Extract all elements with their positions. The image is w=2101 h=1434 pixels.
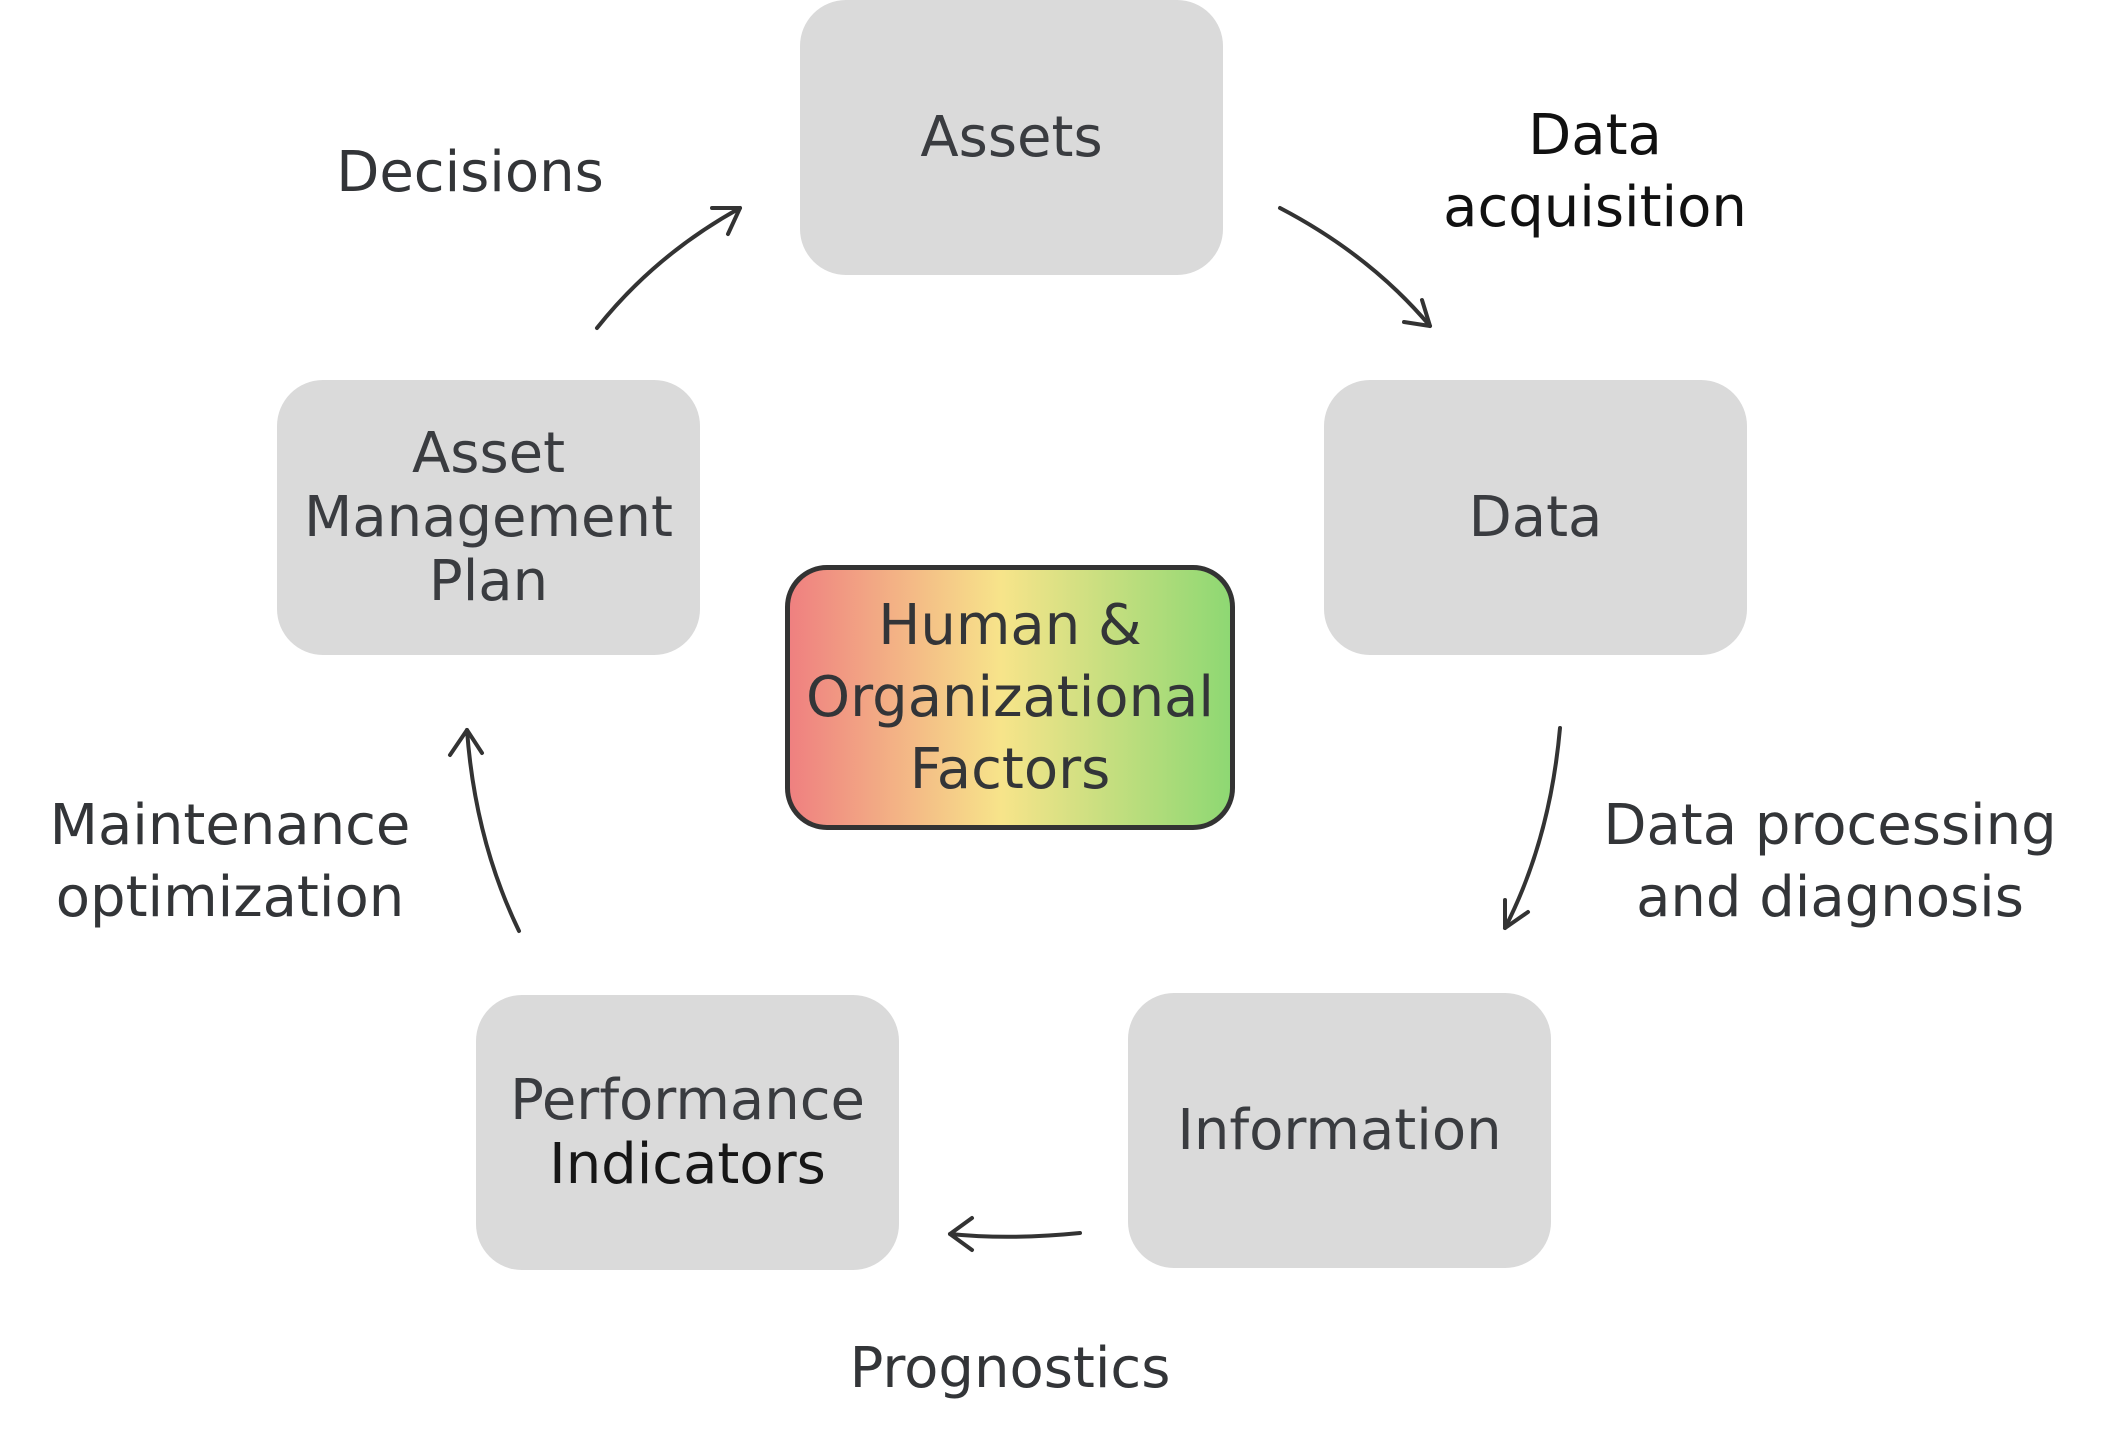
arrowhead-performance-to-plan [448, 728, 484, 757]
edge-label-data-processing-line-1: Data processing [1603, 793, 2057, 858]
edge-label-decisions: Decisions [330, 137, 610, 209]
edge-label-maintenance-optimization-line-1: Maintenance [49, 793, 411, 858]
node-information-label: Information [1177, 1097, 1502, 1163]
node-asset-management-plan-line-3: Plan [428, 548, 549, 614]
node-asset-management-plan: Asset Management Plan [277, 380, 700, 655]
node-information: Information [1128, 993, 1551, 1268]
node-asset-management-plan-line-2: Management [304, 484, 673, 550]
center-line-2: Organizational [806, 664, 1214, 730]
center-human-organizational-factors: Human & Organizational Factors [785, 565, 1235, 830]
node-performance-indicators: Performance Indicators [476, 995, 899, 1270]
edge-label-prognostics-text: Prognostics [849, 1336, 1171, 1401]
node-data: Data [1324, 380, 1747, 655]
edge-label-data-processing: Data processing and diagnosis [1600, 790, 2060, 934]
node-asset-management-plan-line-1: Asset [411, 420, 566, 486]
edge-label-maintenance-optimization-line-2: optimization [55, 865, 405, 930]
arrow-data-to-information [1503, 726, 1562, 930]
edge-label-data-acquisition: Data acquisition [1430, 100, 1760, 244]
arrowhead-data-to-information [1503, 898, 1530, 930]
arrow-plan-to-assets [595, 206, 742, 330]
node-assets: Assets [800, 0, 1223, 275]
edge-label-decisions-text: Decisions [336, 140, 604, 205]
edge-label-maintenance-optimization: Maintenance optimization [40, 790, 420, 934]
edge-label-prognostics: Prognostics [840, 1333, 1180, 1405]
edge-label-data-acquisition-line-2: acquisition [1443, 175, 1747, 240]
node-performance-indicators-line-2: Indicators [549, 1131, 826, 1197]
node-performance-indicators-line-1: Performance [510, 1067, 865, 1133]
arrow-information-to-performance [948, 1231, 1082, 1239]
center-line-1: Human & [878, 592, 1142, 658]
arrow-performance-to-plan [465, 728, 521, 933]
arrowhead-plan-to-assets [710, 206, 742, 236]
edge-label-data-acquisition-line-1: Data [1528, 103, 1662, 168]
arrowhead-information-to-performance [948, 1216, 974, 1252]
arrowhead-assets-to-data [1402, 298, 1432, 328]
edge-label-data-processing-line-2: and diagnosis [1636, 865, 2024, 930]
node-assets-label: Assets [920, 104, 1103, 170]
center-line-3: Factors [909, 736, 1111, 802]
node-data-label: Data [1468, 484, 1603, 550]
arrow-assets-to-data [1278, 206, 1432, 328]
